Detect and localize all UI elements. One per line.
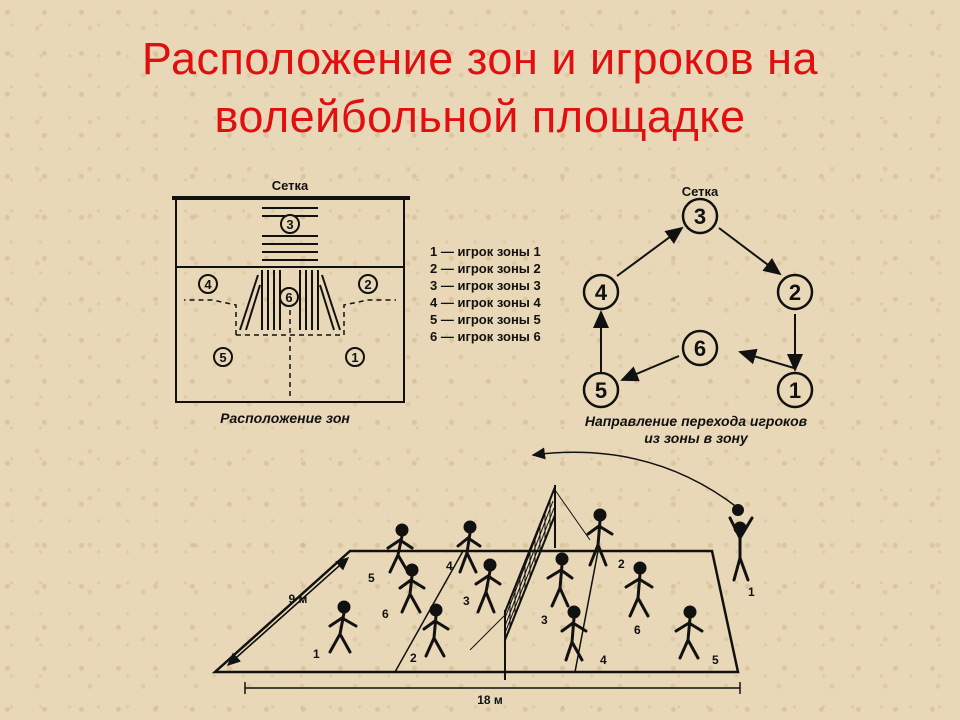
rotation-net-label: Сетка	[682, 184, 719, 199]
zone-6-hatching	[239, 270, 341, 331]
legend-item-1: 1 — игрок зоны 1	[430, 244, 541, 259]
player-left-3	[474, 558, 502, 614]
rotation-marker-4	[582, 273, 620, 311]
right-number-1: 1	[748, 585, 755, 599]
court-length-label: 18 м	[477, 693, 503, 707]
zone-number-2: 2	[364, 277, 371, 292]
left-number-5: 5	[368, 571, 375, 585]
player-right-6	[624, 561, 654, 618]
zone-markers: 3 2 4 6 5 1	[198, 214, 378, 367]
left-number-3: 3	[463, 594, 470, 608]
rotation-number-5: 5	[595, 378, 607, 403]
player-left-6	[398, 563, 426, 614]
rotation-number-6: 6	[694, 336, 706, 361]
player-left-2	[422, 603, 450, 658]
serve-trajectory	[531, 447, 739, 509]
page-title: Расположение зон и игроков на волейбольн…	[0, 30, 960, 146]
right-number-6: 6	[634, 623, 641, 637]
zone-number-4: 4	[204, 277, 212, 292]
legend-item-6: 6 — игрок зоны 6	[430, 329, 541, 344]
player-left-4	[456, 520, 482, 574]
player-legend: 1 — игрок зоны 1 2 — игрок зоны 2 3 — иг…	[430, 244, 542, 344]
player-left-1	[328, 600, 358, 654]
rotation-markers: 3 2 4 6 5 1	[582, 197, 814, 409]
rotation-number-2: 2	[789, 280, 801, 305]
player-right-4	[560, 605, 588, 662]
zone-number-3: 3	[286, 217, 293, 232]
zone-marker-1	[345, 347, 365, 367]
zones-diagram: Сетка 3	[172, 178, 410, 426]
zones-court	[175, 197, 405, 403]
zone-number-6: 6	[285, 290, 292, 305]
volleyball-ball	[732, 504, 744, 516]
rotation-diagram: Сетка 3 2 4 6 5 1 Направление перехода и…	[582, 184, 814, 446]
rotation-arrows	[593, 226, 803, 382]
player-right-5	[674, 605, 704, 660]
title-line-2: волейбольной площадке	[214, 91, 746, 142]
rotation-caption-line-2: из зоны в зону	[644, 430, 749, 446]
zone-dashed-lines	[184, 299, 396, 400]
rotation-number-1: 1	[789, 378, 801, 403]
right-number-2: 2	[618, 557, 625, 571]
left-number-6: 6	[382, 607, 389, 621]
zone-marker-5	[213, 347, 233, 367]
left-number-1: 1	[313, 647, 320, 661]
right-number-3: 3	[541, 613, 548, 627]
volleyball-net	[469, 485, 591, 680]
zone-marker-3	[280, 214, 300, 234]
rotation-marker-5	[582, 371, 620, 409]
court-outline	[211, 549, 740, 674]
zone-3-hatching	[262, 207, 318, 261]
dimension-lines	[226, 557, 741, 694]
rotation-marker-3	[681, 197, 719, 235]
legend-item-2: 2 — игрок зоны 2	[430, 261, 541, 276]
rotation-marker-1	[776, 371, 814, 409]
players	[328, 508, 754, 662]
rotation-number-4: 4	[595, 280, 608, 305]
left-number-2: 2	[410, 651, 417, 665]
zone-marker-6	[279, 287, 299, 307]
legend-item-5: 5 — игрок зоны 5	[430, 312, 541, 327]
player-right-3	[546, 552, 574, 608]
legend-item-3: 3 — игрок зоны 3	[430, 278, 541, 293]
rotation-marker-6	[681, 329, 719, 367]
zone-number-5: 5	[219, 350, 226, 365]
left-attack-line	[394, 550, 464, 673]
court-illustration: 9 м 18 м 5 4 6 3 1 2 2 3 6 4	[211, 447, 755, 707]
rotation-marker-2	[776, 273, 814, 311]
zone-marker-4	[198, 274, 218, 294]
player-right-2	[586, 508, 614, 567]
rotation-number-3: 3	[694, 204, 706, 229]
zones-net-label: Сетка	[272, 178, 309, 193]
player-left-5	[386, 523, 414, 574]
rotation-caption-line-1: Направление перехода игроков	[585, 413, 808, 429]
left-number-4: 4	[446, 559, 453, 573]
zone-marker-2	[358, 274, 378, 294]
zones-caption: Расположение зон	[220, 410, 350, 426]
player-right-1-server	[728, 516, 754, 582]
title-line-1: Расположение зон и игроков на	[141, 33, 819, 84]
court-width-label: 9 м	[289, 592, 308, 606]
zone-number-1: 1	[351, 350, 358, 365]
legend-item-4: 4 — игрок зоны 4	[430, 295, 542, 310]
right-number-4: 4	[600, 653, 607, 667]
right-number-5: 5	[712, 653, 719, 667]
